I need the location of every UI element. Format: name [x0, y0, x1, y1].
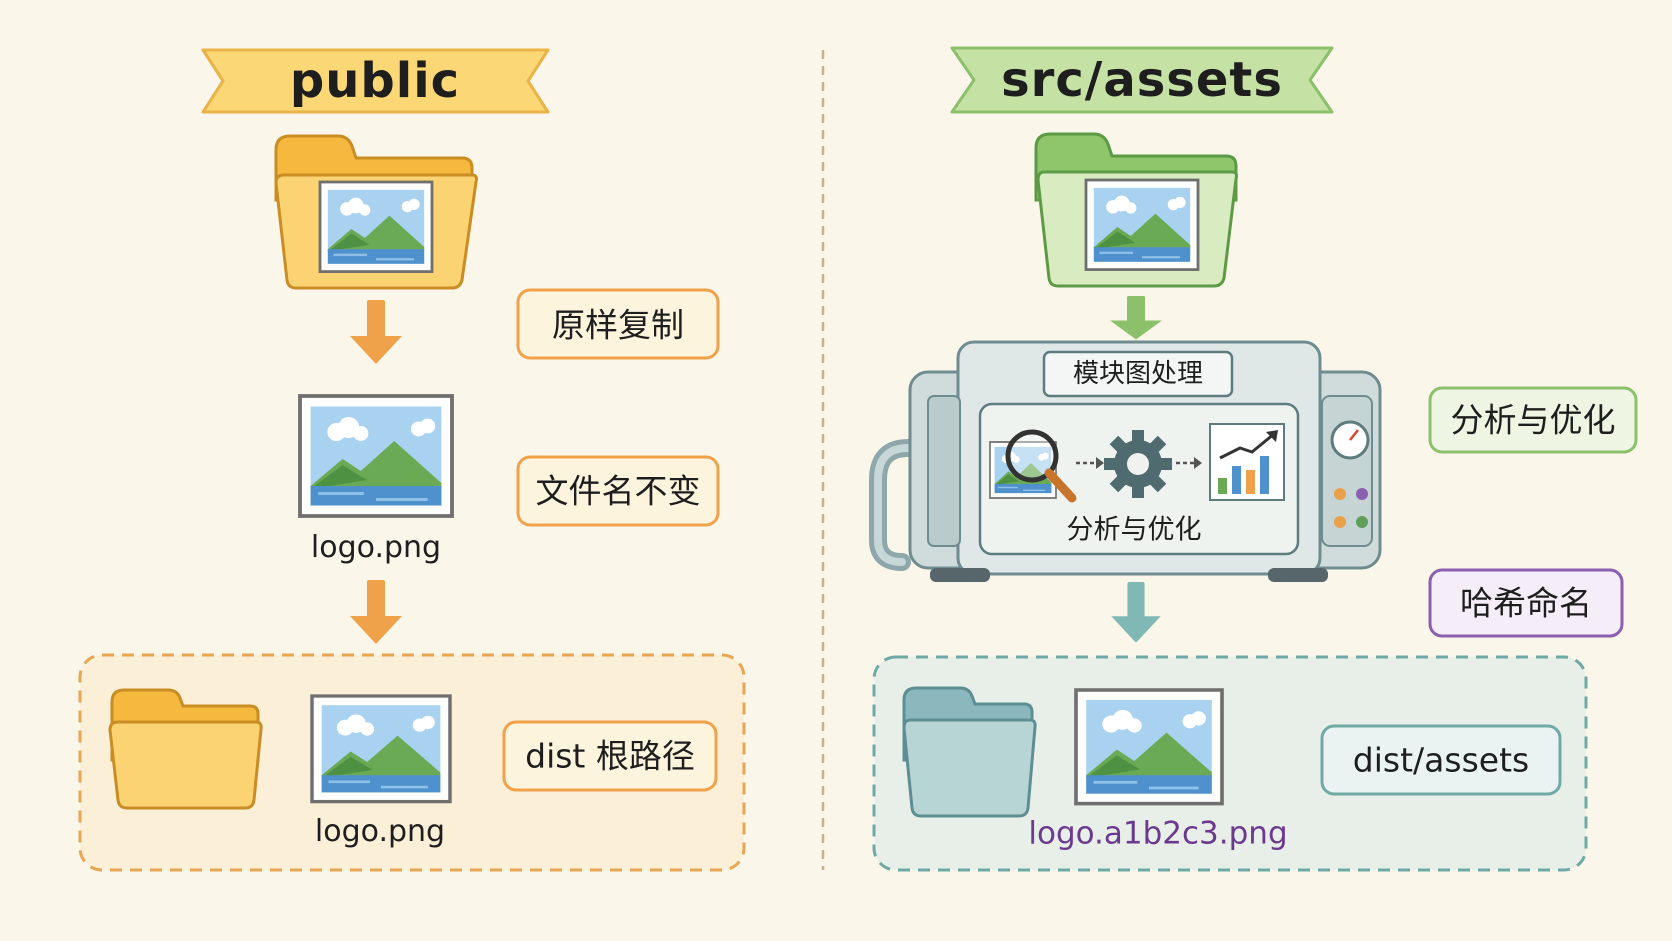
hashed-file-label: logo.a1b2c3.png	[1028, 815, 1288, 852]
dist-folder-icon	[108, 688, 263, 810]
arrow-down-icon	[350, 580, 402, 644]
tag-optimize-box	[1428, 386, 1638, 454]
processing-machine	[869, 340, 1382, 582]
chart-icon	[1209, 423, 1285, 501]
dist-root-label: dist 根路径	[525, 736, 695, 776]
logo-image-icon	[298, 394, 454, 518]
arrow-down-icon	[350, 300, 402, 364]
dist-file-label: logo.png	[314, 814, 446, 849]
assets-banner	[950, 46, 1334, 114]
arrow-down-icon	[1110, 296, 1162, 340]
dist-assets-logo-image-icon	[1074, 688, 1224, 806]
tag-name-label: 文件名不变	[535, 471, 701, 511]
tag-optimize-label: 分析与优化	[1450, 400, 1616, 440]
dist-assets-label: dist/assets	[1352, 740, 1530, 780]
assets-folder-icon	[1034, 132, 1238, 288]
public-banner-label: public	[289, 53, 461, 109]
tag-hash-label: 哈希命名	[1460, 583, 1592, 623]
gear-icon	[1104, 430, 1172, 498]
public-banner	[201, 48, 550, 114]
dist-logo-image-icon	[310, 694, 452, 804]
machine-title-label: 模块图处理	[1072, 359, 1204, 389]
file-name-label: logo.png	[310, 530, 442, 565]
dist-root-tag-box	[502, 720, 718, 792]
public-folder-icon	[274, 134, 478, 290]
assets-banner-label: src/assets	[1001, 52, 1283, 108]
dist-assets-box	[872, 655, 1588, 872]
dist-assets-folder-icon	[902, 686, 1037, 818]
tag-copy-box	[516, 288, 720, 360]
tag-hash-box	[1428, 568, 1624, 638]
arrow-down-icon	[1111, 582, 1161, 643]
dist-assets-tag-box	[1320, 724, 1562, 796]
tag-name-box	[516, 455, 720, 527]
machine-caption-label: 分析与优化	[1066, 514, 1202, 546]
tag-copy-label: 原样复制	[552, 305, 684, 345]
